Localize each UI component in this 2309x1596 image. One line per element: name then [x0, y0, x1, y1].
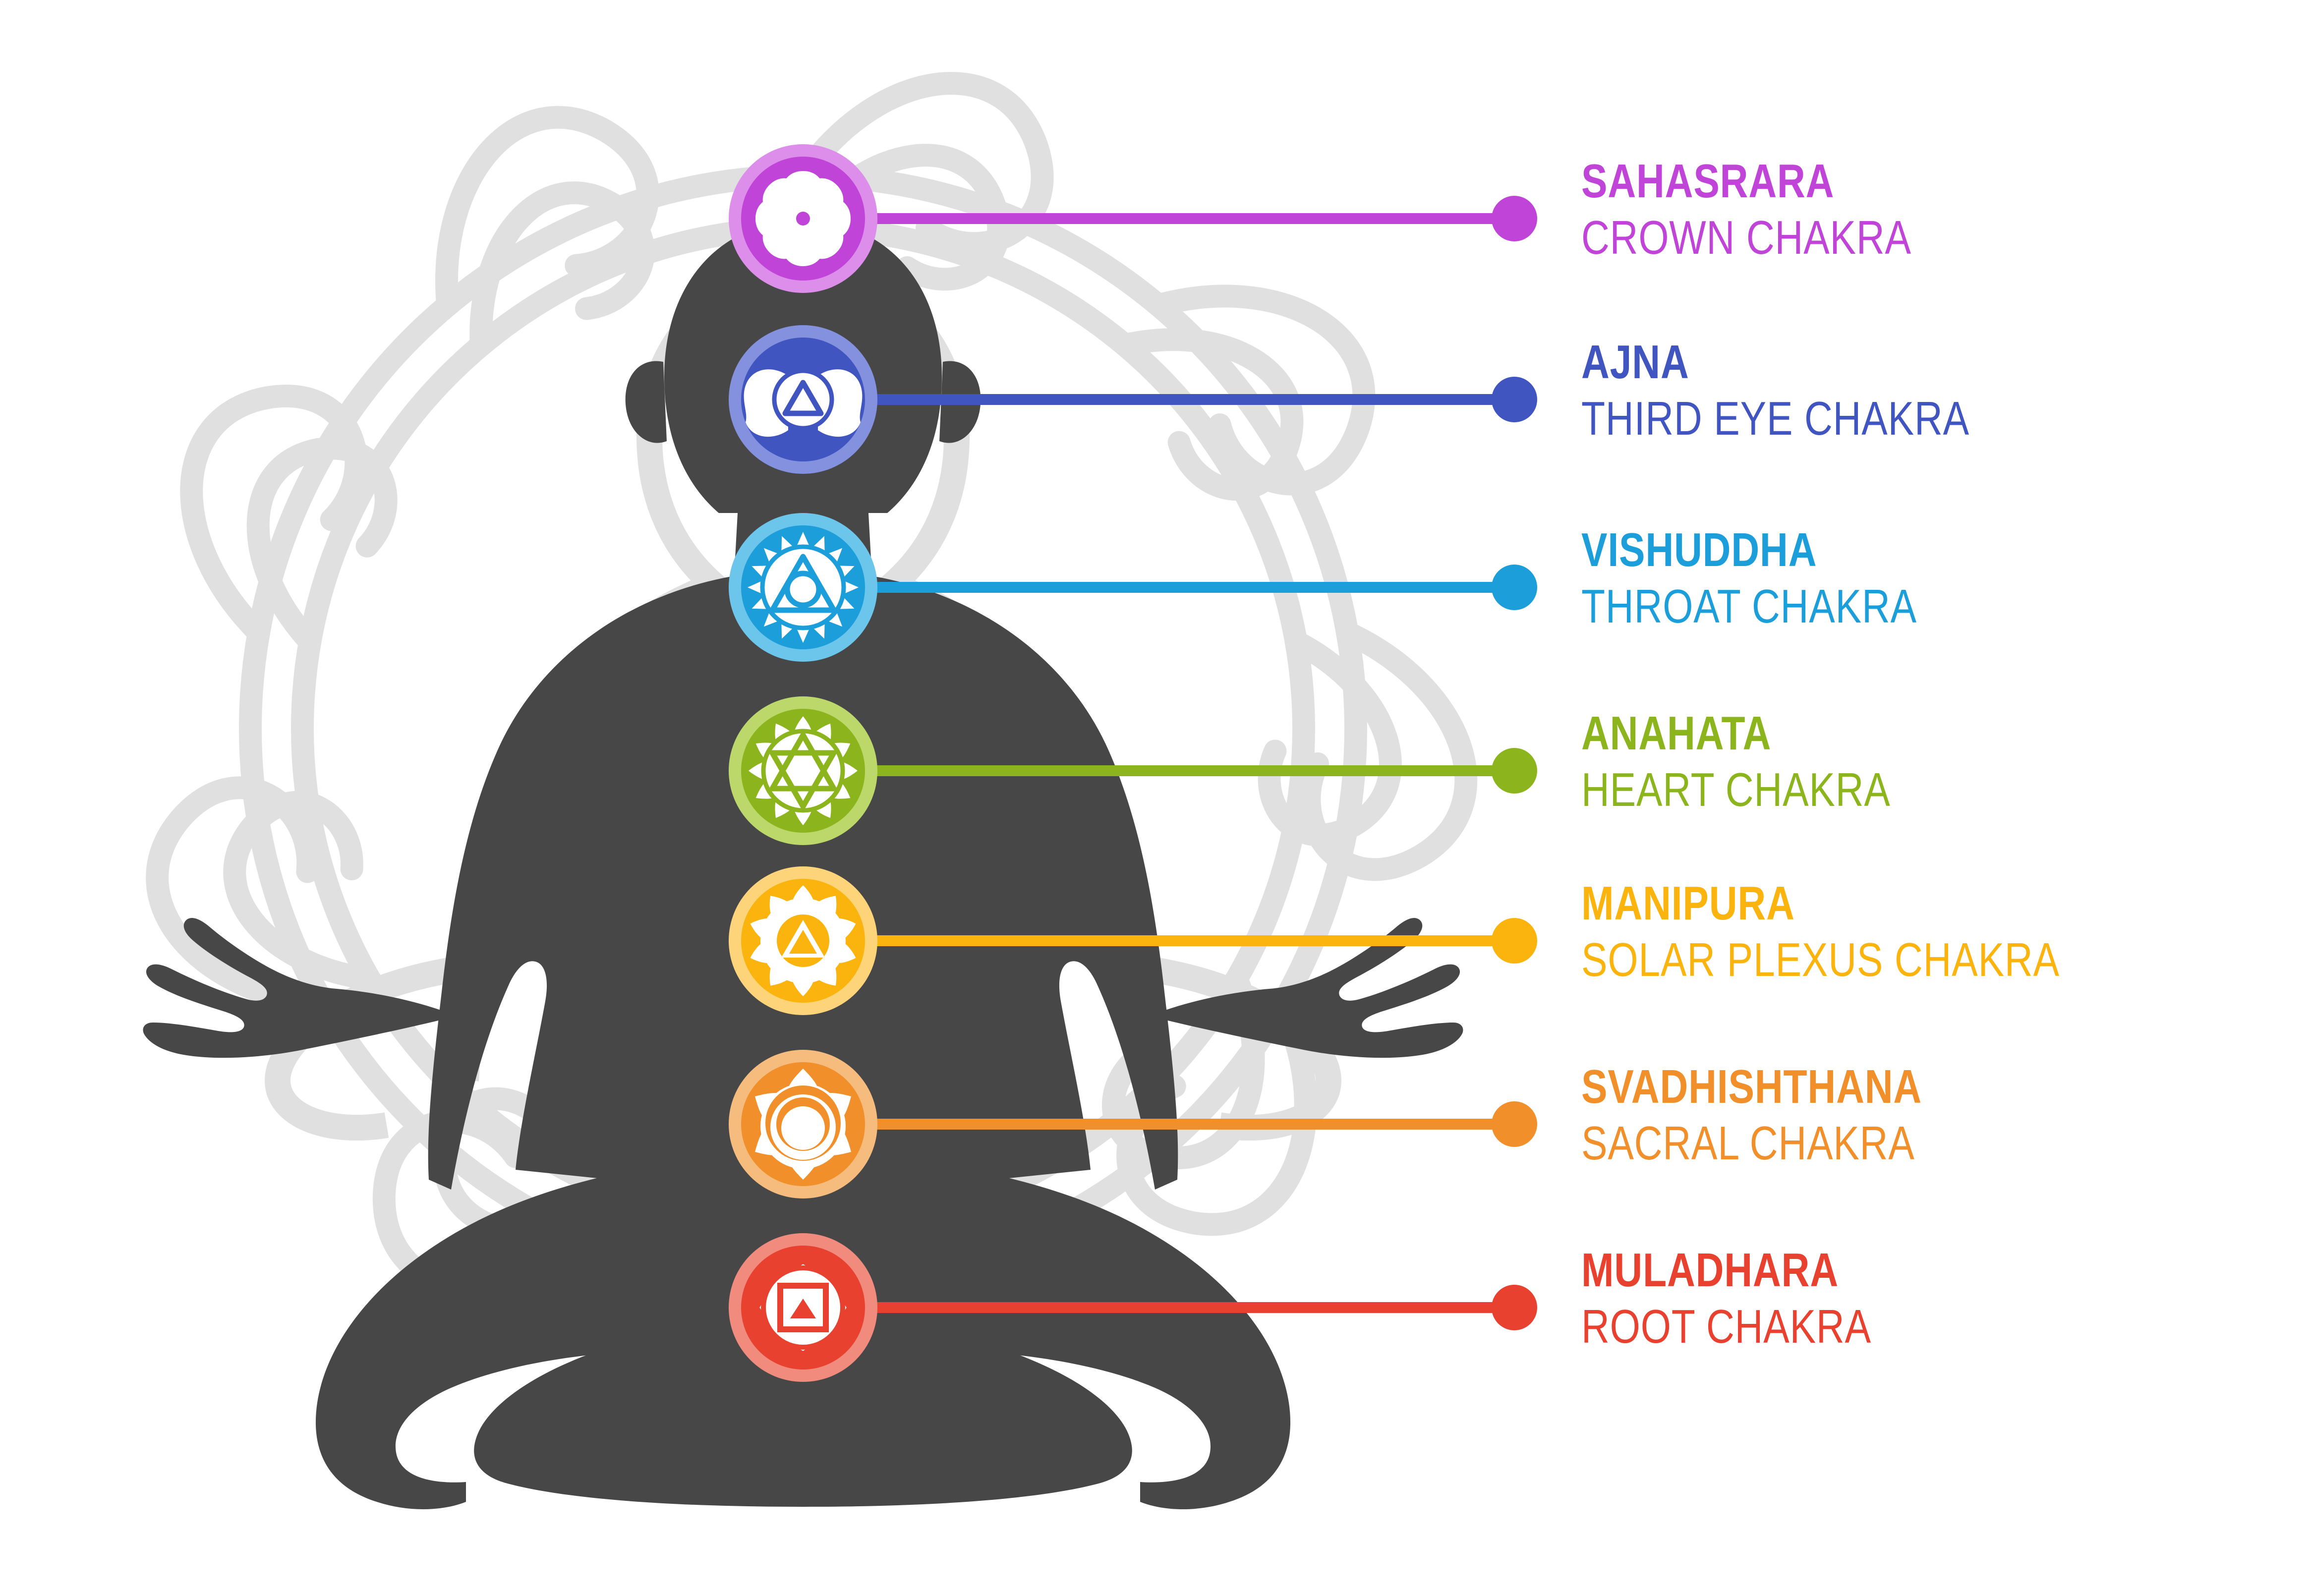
- chakra-subtitle-svadhishthana: SACRAL CHAKRA: [1581, 1117, 1915, 1170]
- connector-line-sahasrara: [843, 196, 1537, 241]
- chakra-badge-muladhara[interactable]: [729, 1233, 877, 1382]
- thousand-petal-lotus-icon: [755, 171, 851, 266]
- chakra-subtitle-anahata: HEART CHAKRA: [1581, 763, 1891, 816]
- chakra-label-manipura[interactable]: MANIPURA SOLAR PLEXUS CHAKRA: [1581, 880, 2165, 984]
- connector-line-svadhishthana: [863, 1101, 1537, 1147]
- chakra-title-muladhara: MULADHARA: [1581, 1244, 1839, 1297]
- chakra-label-vishuddha[interactable]: VISHUDDHA THROAT CHAKRA: [1581, 526, 1991, 630]
- chakra-title-svadhishthana: SVADHISHTHANA: [1581, 1060, 1922, 1113]
- chakra-badge-manipura[interactable]: [729, 866, 877, 1015]
- connector-line-anahata: [863, 748, 1537, 794]
- connector-line-manipura: [863, 918, 1537, 964]
- chakra-subtitle-vishuddha: THROAT CHAKRA: [1581, 580, 1917, 633]
- chakra-subtitle-sahasrara: CROWN CHAKRA: [1581, 211, 1911, 264]
- chakra-label-muladhara[interactable]: MULADHARA ROOT CHAKRA: [1581, 1247, 1935, 1351]
- connector-line-ajna: [853, 377, 1537, 422]
- chakra-title-sahasrara: SAHASRARA: [1581, 155, 1835, 208]
- chakra-badge-sahasrara[interactable]: [729, 144, 877, 293]
- chakra-badge-svadhishthana[interactable]: [729, 1050, 877, 1198]
- twelve-petal-hexagram-icon: [749, 716, 858, 825]
- chakra-label-svadhishthana[interactable]: SVADHISHTHANA SACRAL CHAKRA: [1581, 1063, 1997, 1167]
- chakra-label-ajna[interactable]: AJNA THIRD EYE CHAKRA: [1581, 339, 2055, 443]
- chakra-badge-vishuddha[interactable]: [729, 513, 877, 662]
- sixteen-petal-circle-triangle-icon: [748, 532, 859, 643]
- chakra-badge-anahata[interactable]: [729, 696, 877, 845]
- ten-petal-triangle-icon: [750, 885, 856, 996]
- chakra-title-ajna: AJNA: [1581, 336, 1689, 389]
- four-petal-square-triangle-icon: [759, 1264, 847, 1351]
- two-petal-eye-triangle-icon: [744, 368, 863, 437]
- chakra-title-manipura: MANIPURA: [1581, 877, 1795, 930]
- connector-line-muladhara: [863, 1285, 1537, 1330]
- chakra-label-anahata[interactable]: ANAHATA HEART CHAKRA: [1581, 710, 1959, 814]
- chakra-title-vishuddha: VISHUDDHA: [1581, 523, 1817, 576]
- chakra-subtitle-ajna: THIRD EYE CHAKRA: [1581, 392, 1969, 445]
- chakra-subtitle-muladhara: ROOT CHAKRA: [1581, 1300, 1871, 1353]
- chakra-title-anahata: ANAHATA: [1581, 707, 1772, 760]
- connector-line-vishuddha: [853, 565, 1537, 610]
- six-petal-crescent-icon: [755, 1069, 851, 1180]
- chakra-subtitle-manipura: SOLAR PLEXUS CHAKRA: [1581, 933, 2060, 986]
- chakra-label-sahasrara[interactable]: SAHASRARA CROWN CHAKRA: [1581, 158, 1984, 262]
- chakra-badge-ajna[interactable]: [729, 325, 877, 474]
